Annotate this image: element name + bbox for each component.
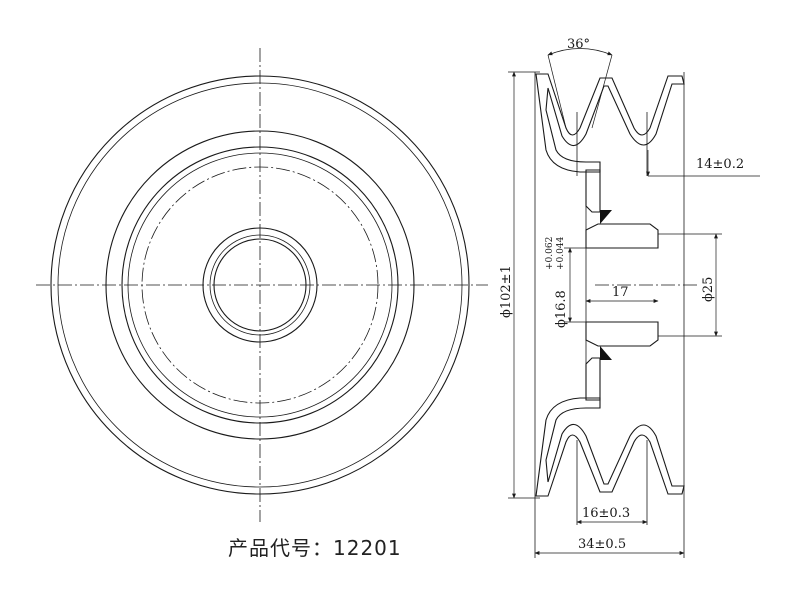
outer-diameter-label: ϕ102±1	[499, 265, 514, 318]
total-width-label: 34±0.5	[578, 537, 626, 552]
lower-web	[585, 357, 601, 401]
bore-diameter-label: ϕ16.8	[554, 290, 569, 328]
bottom-sheet-profile	[535, 397, 685, 497]
hub-upper-wall	[585, 223, 659, 249]
dimensions: 36° 14±0.2 ϕ102±1 ϕ16.8 +0.062 +0.044 17…	[499, 37, 760, 558]
front-view	[36, 48, 488, 522]
angle-leg-left	[547, 54, 567, 129]
bore-tol-lower: +0.044	[556, 236, 566, 270]
section-view	[534, 72, 700, 525]
product-code-label: 产品代号：	[228, 536, 333, 560]
hub-length-label: 17	[612, 285, 629, 300]
product-code-caption: 产品代号：12201	[228, 532, 402, 561]
upper-web	[585, 169, 601, 213]
upper-weld	[600, 210, 612, 224]
angle-leg-right	[591, 54, 613, 129]
groove-depth-label: 14±0.2	[696, 157, 744, 172]
angle-label: 36°	[567, 37, 590, 52]
groove-pitch-label: 16±0.3	[582, 506, 630, 521]
lower-weld	[600, 346, 612, 360]
hub-lower-wall	[585, 321, 659, 347]
product-code-value: 12201	[333, 536, 402, 560]
top-sheet-profile	[535, 73, 685, 173]
hub-diameter-label: ϕ25	[701, 277, 716, 302]
bore-tol-upper: +0.062	[545, 237, 555, 270]
angle-arc	[547, 48, 613, 56]
